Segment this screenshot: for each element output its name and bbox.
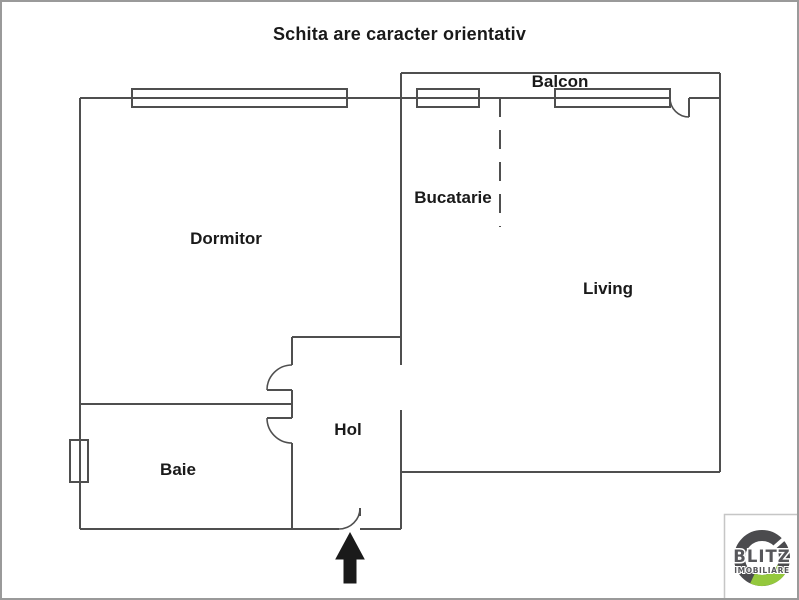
disclaimer-title: Schita are caracter orientativ — [272, 24, 527, 44]
logo-name: BLITZ — [733, 547, 790, 566]
room-label-hol: Hol — [334, 420, 362, 439]
window-icon-bucatarie — [416, 88, 480, 108]
door-leaf — [267, 98, 690, 516]
window-icon-living — [554, 88, 671, 108]
door-arc-icon — [266, 97, 690, 530]
logo-ring-green-segment — [750, 564, 788, 586]
entrance-arrow-icon — [335, 531, 365, 584]
room-label-dormitor: Dormitor — [190, 229, 262, 248]
room-label-living: Living — [582, 279, 634, 298]
room-label-bucatarie: Bucatarie — [414, 188, 492, 207]
room-label-baie: Baie — [160, 460, 196, 479]
window-icon-baie — [69, 439, 89, 483]
walls — [79, 72, 721, 530]
window-icon-dormitor — [131, 88, 348, 108]
logo-tagline: IMOBILIARE — [734, 566, 789, 575]
logo-ring-gap — [767, 535, 788, 554]
room-label-balcon: Balcon — [531, 72, 589, 91]
agency-logo: BLITZ IMOBILIARE — [723, 513, 797, 598]
logo-box-border — [723, 513, 797, 598]
